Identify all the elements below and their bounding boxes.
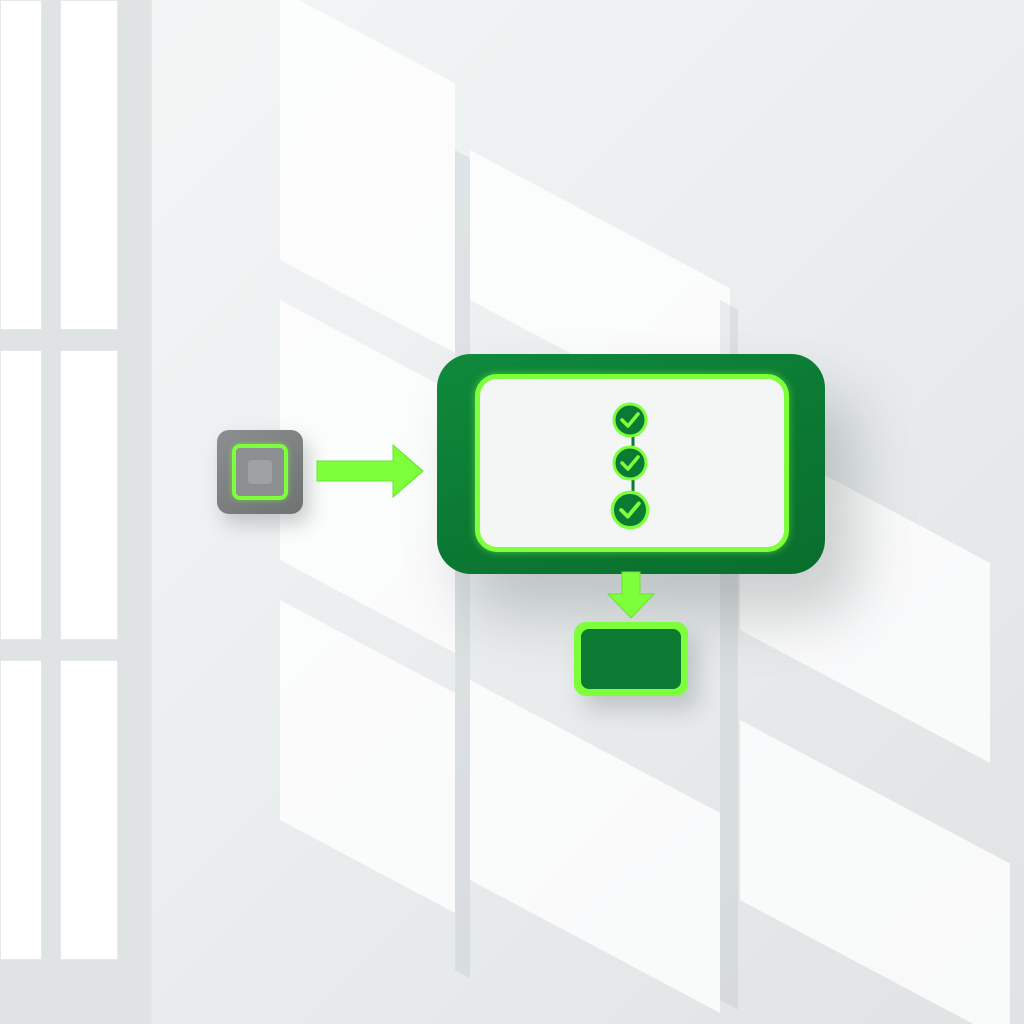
process-node (437, 354, 825, 574)
checklist-icon (610, 401, 655, 531)
light-patch (280, 0, 455, 354)
window-pane (0, 660, 42, 960)
light-patch (280, 600, 455, 914)
square-node-icon (232, 444, 288, 500)
window-pane (60, 0, 118, 330)
window-frame (0, 0, 152, 1024)
check-circle-icon (612, 445, 648, 481)
source-node (217, 430, 303, 514)
window-pane (60, 660, 118, 960)
window-mullion (0, 330, 118, 350)
output-node (574, 622, 688, 696)
arrow-right-icon (316, 443, 424, 499)
window-mullion (42, 0, 60, 1024)
light-patch (740, 720, 1010, 1024)
arrow-down-icon (606, 571, 656, 619)
window-mullion (0, 640, 118, 660)
source-node-core (248, 460, 272, 484)
window-pane (60, 350, 118, 640)
light-patch (470, 680, 720, 1013)
rectangle-node-icon (581, 629, 681, 689)
window-mullion (118, 0, 150, 1024)
process-node-panel (475, 374, 789, 552)
window-pane (0, 0, 42, 330)
window-mullion (0, 960, 150, 1024)
check-circle-icon (612, 402, 648, 438)
check-circle-icon (610, 490, 650, 530)
window-pane (0, 350, 42, 640)
